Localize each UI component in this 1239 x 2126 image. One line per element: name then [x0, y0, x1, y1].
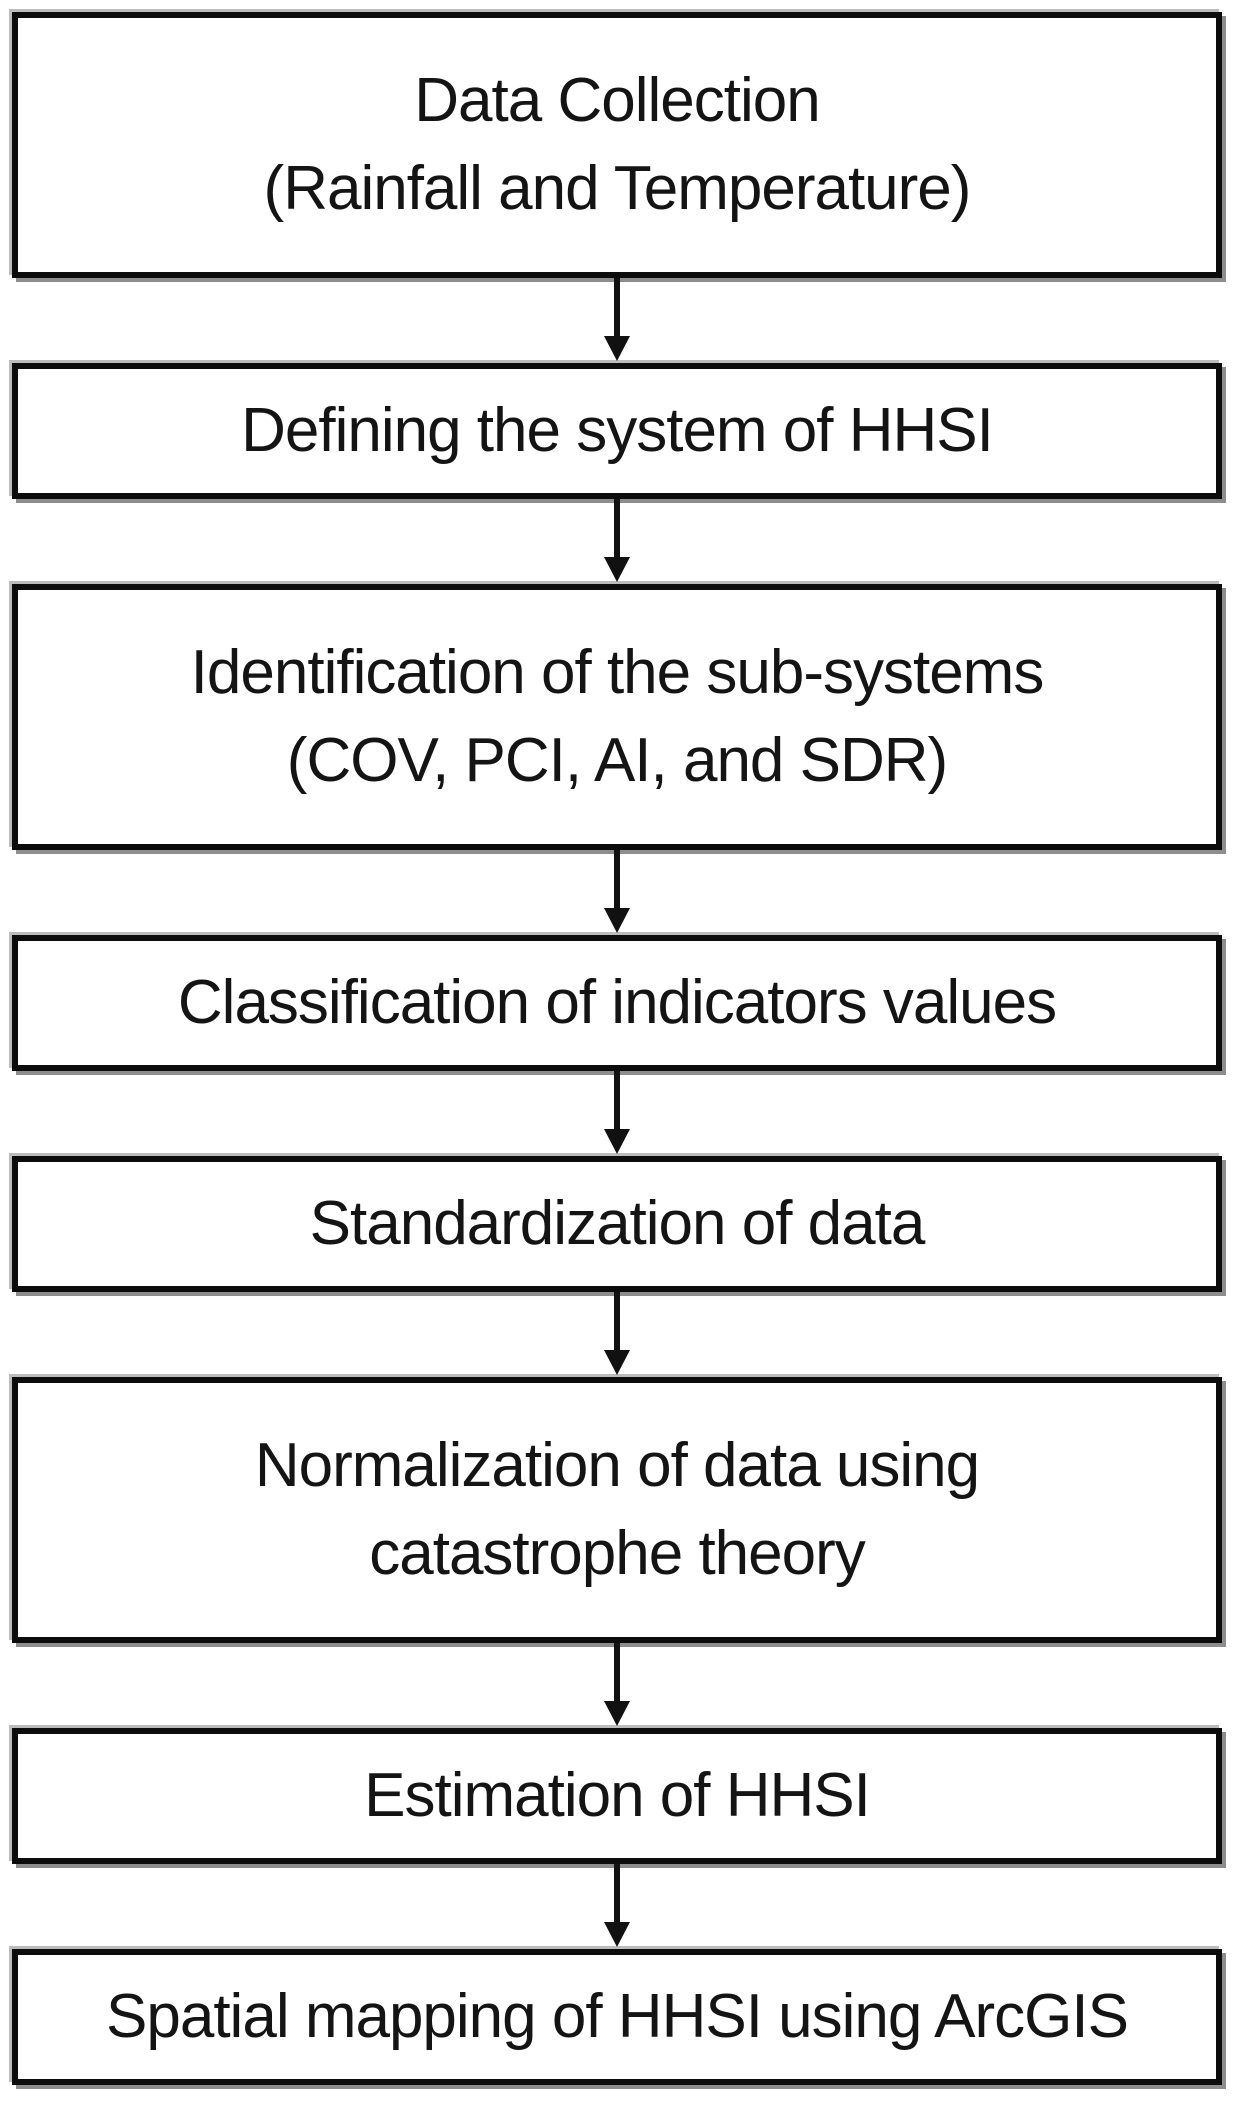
down-arrow-connector: [12, 1292, 1222, 1377]
arrow-shaft: [614, 1292, 620, 1354]
down-arrow-icon: [604, 1350, 630, 1375]
flow-step-data-collection: Data Collection (Rainfall and Temperatur…: [12, 12, 1222, 278]
step-label: Identification of the sub-systems: [190, 637, 1045, 707]
down-arrow-connector: [12, 499, 1222, 584]
flow-step-defining-system: Defining the system of HHSI: [12, 363, 1222, 499]
down-arrow-icon: [604, 1701, 630, 1726]
arrow-shaft: [614, 1864, 620, 1926]
step-label: Estimation of HHSI: [364, 1760, 871, 1830]
arrow-shaft: [614, 1643, 620, 1705]
step-sublabel: catastrophe theory: [369, 1519, 866, 1588]
flow-step-classification-indicators: Classification of indicators values: [12, 935, 1222, 1071]
flow-step-normalization: Normalization of data using catastrophe …: [12, 1377, 1222, 1643]
step-label: Normalization of data using: [254, 1430, 980, 1500]
down-arrow-connector: [12, 1071, 1222, 1156]
arrow-shaft: [614, 1071, 620, 1133]
step-label: Data Collection: [414, 65, 820, 135]
step-label: Classification of indicators values: [177, 967, 1057, 1037]
down-arrow-icon: [604, 1129, 630, 1154]
step-label: Spatial mapping of HHSI using ArcGIS: [106, 1981, 1129, 2051]
step-label: Standardization of data: [309, 1188, 926, 1258]
step-sublabel: (COV, PCI, AI, and SDR): [286, 726, 948, 795]
flow-step-estimation: Estimation of HHSI: [12, 1728, 1222, 1864]
down-arrow-icon: [604, 336, 630, 361]
down-arrow-connector: [12, 1864, 1222, 1949]
down-arrow-icon: [604, 1922, 630, 1947]
flow-step-spatial-mapping: Spatial mapping of HHSI using ArcGIS: [12, 1949, 1222, 2085]
flow-step-standardization: Standardization of data: [12, 1156, 1222, 1292]
down-arrow-connector: [12, 850, 1222, 935]
step-sublabel: (Rainfall and Temperature): [263, 154, 972, 223]
down-arrow-connector: [12, 1643, 1222, 1728]
down-arrow-connector: [12, 278, 1222, 363]
flow-step-identification-subsystems: Identification of the sub-systems (COV, …: [12, 584, 1222, 850]
arrow-shaft: [614, 278, 620, 340]
arrow-shaft: [614, 499, 620, 561]
arrow-shaft: [614, 850, 620, 912]
down-arrow-icon: [604, 908, 630, 933]
down-arrow-icon: [604, 557, 630, 582]
step-label: Defining the system of HHSI: [241, 395, 994, 465]
